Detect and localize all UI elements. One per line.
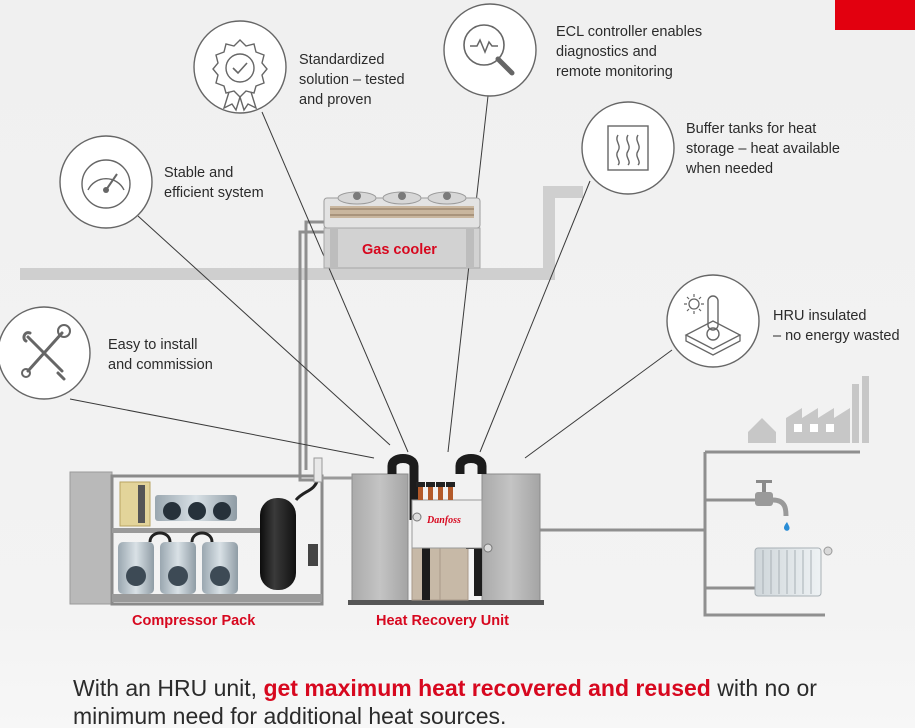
compressor-pack-drawing xyxy=(69,471,324,606)
tagline-part1: With an HRU unit, xyxy=(73,675,264,701)
pipework xyxy=(298,220,860,617)
feature-hru-insulated-text: HRU insulated – no energy wasted xyxy=(773,308,900,344)
water-tap-icon xyxy=(755,480,790,531)
feature-buffer-text: Buffer tanks for heat storage – heat ava… xyxy=(686,121,840,177)
brand-corner-block xyxy=(835,0,915,30)
roof-line xyxy=(20,186,583,280)
insulated-thermometer-icon xyxy=(666,274,760,368)
feature-stable-text: Stable and efficient system xyxy=(164,165,264,201)
buildings-icon xyxy=(748,376,869,443)
brand-logo: Danfoss xyxy=(426,515,461,526)
gauge-icon xyxy=(59,135,153,229)
heat-recovery-unit-label: Heat Recovery Unit xyxy=(376,613,509,629)
certified-badge-icon xyxy=(193,20,287,114)
tagline: With an HRU unit, get maximum heat recov… xyxy=(73,674,893,728)
gas-cooler-label: Gas cooler xyxy=(362,242,437,258)
heat-waves-icon xyxy=(581,101,675,195)
callout-lines xyxy=(69,95,673,459)
heat-recovery-unit-drawing: Danfoss xyxy=(313,454,544,605)
tools-icon xyxy=(0,306,91,400)
feature-ecl-text: ECL controller enables diagnostics and r… xyxy=(556,24,703,80)
feature-easy-text: Easy to install and commission xyxy=(108,337,213,373)
gas-cooler xyxy=(323,191,481,269)
compressor-pack-label: Compressor Pack xyxy=(132,613,256,629)
feature-standardized-text: Standardized solution – tested and prove… xyxy=(299,52,405,108)
tagline-highlight: get maximum heat recovered and reused xyxy=(263,675,711,701)
tagline-part3: with no or minimum need for additional h… xyxy=(73,675,817,728)
radiator-icon xyxy=(754,546,833,597)
diagnostics-magnifier-icon xyxy=(443,3,537,97)
